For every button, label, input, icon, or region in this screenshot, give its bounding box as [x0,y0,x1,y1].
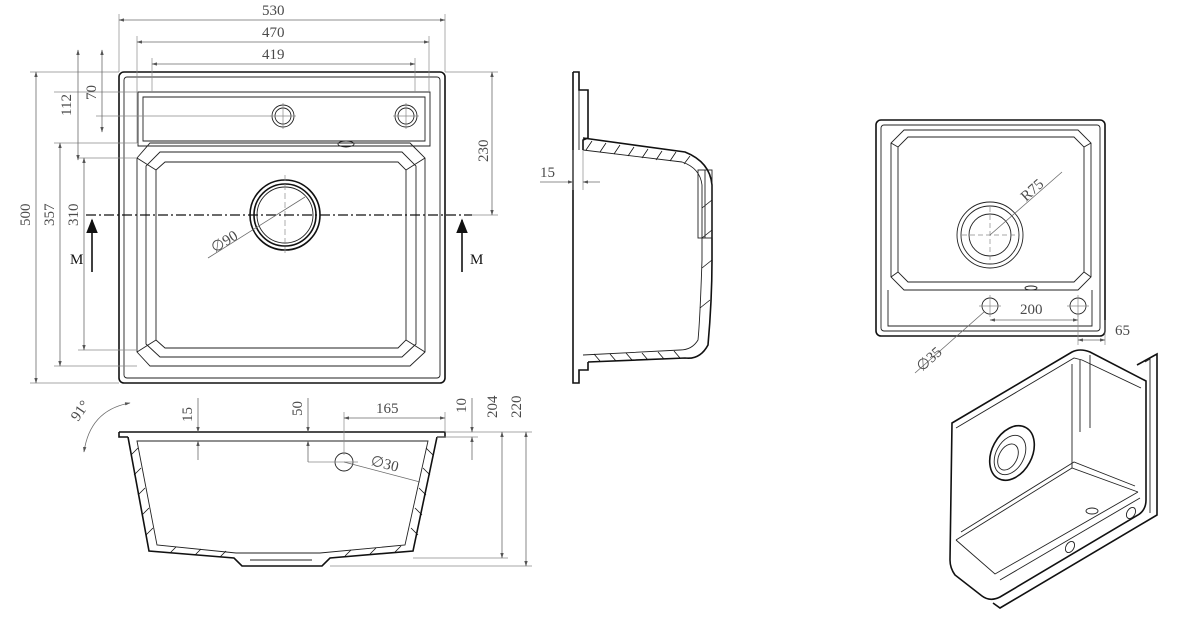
iso-drain [988,424,1036,482]
section-label-left: M [70,252,83,268]
dim-bottom-200: 200 [1020,302,1043,318]
dim-470: 470 [262,25,285,41]
section-label-right: M [470,252,483,268]
angle-label: 91° [68,398,93,424]
front-section-view: ∅30 91° 15 50 165 10 204 220 [68,395,532,567]
dim-310: 310 [66,204,82,227]
side-section-view: 15 [540,71,713,384]
top-view: M M ∅90 530 470 419 500 357 310 112 [18,3,498,384]
side-bowl-outline [582,137,713,363]
dim-front-204: 204 [485,395,501,418]
dim-70: 70 [84,85,100,100]
overflow-diameter-label: ∅30 [369,453,400,475]
bottom-outer-rim [875,119,1106,337]
dim-230: 230 [476,140,492,163]
dim-front-165: 165 [376,401,399,417]
bottom-drain [956,201,1024,269]
dim-bottom-65: 65 [1115,323,1130,339]
drain-radius-label: R75 [1018,176,1047,205]
dim-front-10: 10 [454,398,470,413]
tap-hole-diameter-label: ∅35 [914,344,946,375]
dim-419: 419 [262,47,285,63]
dim-500: 500 [18,204,34,227]
dim-side-15: 15 [540,165,555,181]
dim-front-50: 50 [290,401,306,416]
bowl-outline [136,142,426,367]
dim-530: 530 [262,3,285,19]
isometric-view [949,349,1158,609]
dim-112: 112 [59,94,75,116]
front-bowl-outline [127,436,438,567]
dim-357: 357 [42,203,58,226]
iso-bowl-outline [949,349,1147,601]
dim-front-15: 15 [180,407,196,422]
bottom-view: R75 ∅35 200 65 [875,119,1130,375]
drain-diameter-label: ∅90 [209,228,241,256]
dim-front-220: 220 [509,396,525,419]
sink-outer-rim [118,71,446,384]
